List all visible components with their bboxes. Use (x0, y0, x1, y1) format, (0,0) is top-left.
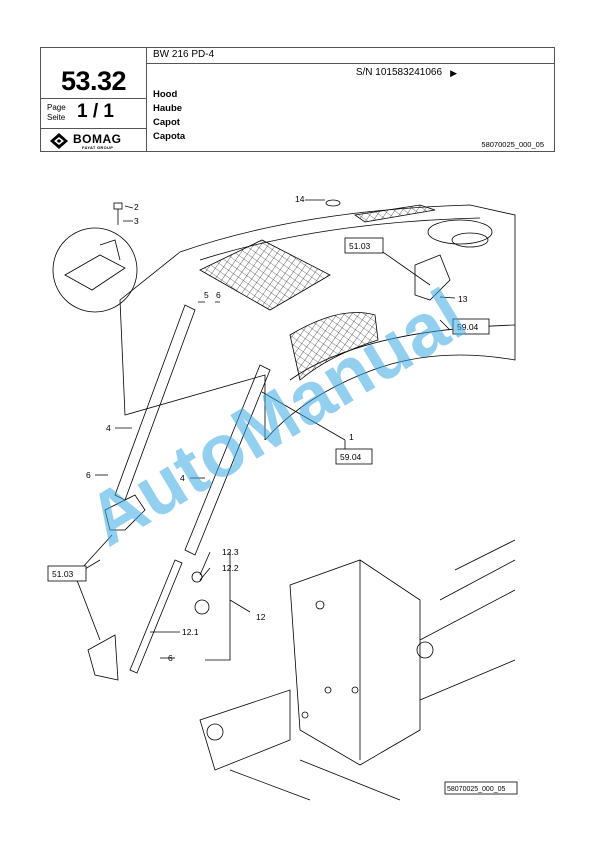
callout-5: 5 (204, 290, 209, 300)
header-divider-vertical (146, 48, 147, 151)
lower-bracket (104, 494, 146, 531)
callout-12-1: 12.1 (182, 627, 199, 637)
detail-bracket (87, 634, 119, 681)
callout-box-51-03-b (47, 565, 87, 582)
page-label-de: Seite (47, 113, 66, 122)
callout-4-b: 4 (180, 473, 185, 483)
callout-1: 1 (349, 432, 354, 442)
title-en: Hood (153, 89, 178, 100)
bomag-logo: BOMAG FAYAT GROUP (49, 132, 141, 150)
callout-13: 13 (458, 294, 468, 304)
callout-59-04-b: 59.04 (340, 452, 362, 462)
gas-strut-right (184, 364, 271, 556)
serial-number: S/N 101583241066 (355, 67, 442, 78)
header-divider-2 (41, 98, 146, 99)
play-arrow-icon[interactable]: ▶ (450, 68, 457, 78)
callout-6-b: 6 (86, 470, 91, 480)
callout-12-2: 12.2 (222, 563, 239, 573)
callout-12: 12 (256, 612, 266, 622)
callout-box-59-04-a (452, 318, 490, 335)
page-label: Page Seite (47, 103, 66, 123)
detail-circle (52, 227, 138, 313)
callout-14: 14 (295, 194, 305, 204)
callout-51-03-b: 51.03 (52, 569, 74, 579)
callout-4-a: 4 (106, 423, 111, 433)
callout-12-3: 12.3 (222, 547, 239, 557)
callout-51-03-a: 51.03 (349, 241, 371, 251)
page-label-en: Page (47, 103, 66, 112)
footer-drawing-number: 58070025_000_05 (447, 786, 506, 793)
hood-outline (179, 204, 516, 441)
callout-2: 2 (134, 202, 139, 212)
top-grille (199, 239, 331, 311)
title-es: Capota (153, 131, 186, 142)
bomag-logo-icon (50, 133, 68, 149)
drawing-number: 58070025_000_05 (481, 140, 544, 149)
page-of: 1 / 1 (77, 101, 114, 122)
logo-sub: FAYAT GROUP (82, 145, 114, 150)
gas-strut-detail (129, 559, 183, 674)
page-number: 53.32 (60, 66, 127, 96)
gas-strut-left (114, 304, 196, 501)
header-divider-3 (41, 128, 146, 129)
header-block: BW 216 PD-4 S/N 101583241066 ▶ 53.32 Pag… (40, 47, 555, 152)
footer-drawing-box (444, 781, 518, 795)
model-name: BW 216 PD-4 (153, 49, 215, 60)
title-list: Hood Haube Capot Capota (153, 88, 185, 144)
side-grille (289, 312, 379, 381)
chassis-frame (289, 559, 421, 766)
callout-box-59-04-b (335, 448, 373, 465)
callout-59-04-a: 59.04 (457, 322, 479, 332)
callout-box-51-03-a (344, 237, 384, 254)
title-fr: Capot (153, 117, 180, 128)
callout-6-a: 6 (216, 290, 221, 300)
exploded-drawing: 14 2 3 51.03 5 6 13 59.04 4 1 59.04 6 4 … (47, 194, 518, 801)
callout-6-c: 6 (168, 653, 173, 663)
logo-brand: BOMAG (73, 132, 122, 146)
callout-3: 3 (134, 216, 139, 226)
title-de: Haube (153, 103, 183, 114)
header-divider-1 (146, 63, 554, 64)
